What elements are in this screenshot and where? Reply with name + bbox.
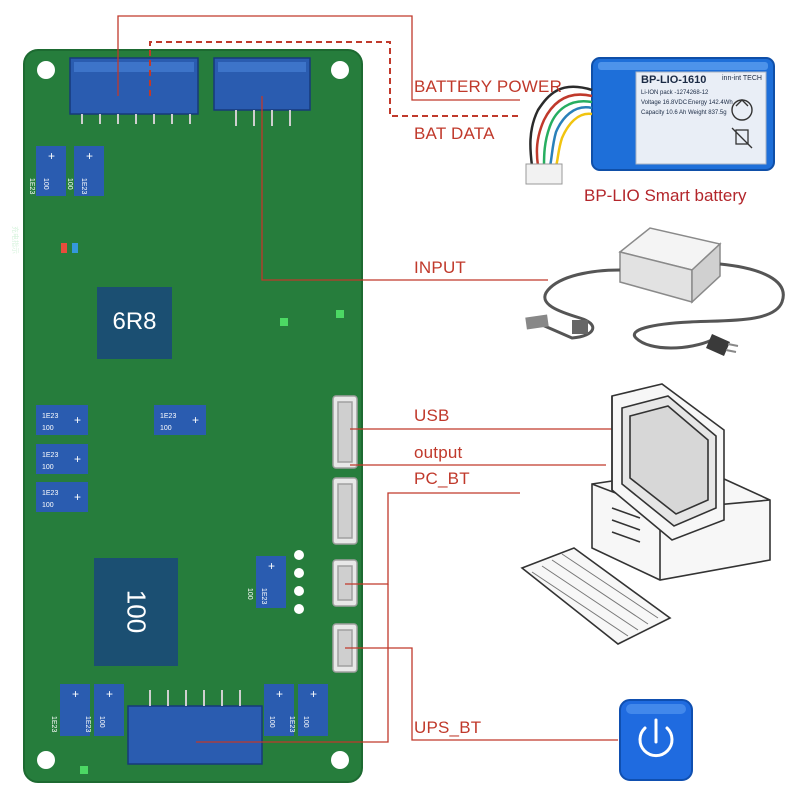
capacitor: +1E23 100 [154, 405, 206, 435]
svg-text:+: + [74, 413, 81, 427]
svg-text:+: + [86, 149, 93, 163]
svg-text:1E23: 1E23 [84, 716, 91, 732]
ups-bt-label: UPS_BT [414, 718, 482, 737]
capacitor: +100 1E23 [66, 146, 104, 196]
battery-connector [69, 57, 199, 124]
usb-label: USB [414, 406, 450, 425]
pc-bt-connector [332, 559, 358, 607]
battery-caption: BP-LIO Smart battery [584, 186, 747, 205]
chip-6r8-label: 6R8 [112, 308, 157, 335]
svg-text:100: 100 [42, 464, 54, 471]
pc-bt-label: PC_BT [414, 469, 470, 488]
svg-text:1E23: 1E23 [80, 178, 87, 194]
svg-text:+: + [106, 687, 113, 701]
bat-data-label: BAT DATA [414, 124, 495, 143]
mounting-hole [331, 751, 349, 769]
side-connectors [332, 395, 358, 673]
battery-capacity: Capacity 10.6 Ah [641, 110, 687, 116]
battery-pack-code: Li-ION pack -1274268-12 [641, 90, 709, 96]
usb-connector [332, 395, 358, 469]
svg-text:100: 100 [66, 178, 73, 190]
battery-voltage: Voltage 16.8VDC [641, 100, 688, 106]
svg-text:100: 100 [160, 425, 172, 432]
battery-pack [525, 57, 775, 185]
svg-text:+: + [276, 687, 283, 701]
svg-text:1E23: 1E23 [160, 413, 176, 420]
capacitor: +1E23 100 [36, 405, 88, 435]
svg-text:100: 100 [42, 425, 54, 432]
battery-plug [525, 163, 563, 185]
bat-data-wire [149, 41, 520, 117]
inductor-100 [94, 558, 178, 666]
ups-bt-wire [345, 647, 618, 741]
power-icon[interactable] [619, 699, 693, 781]
svg-text:1E23: 1E23 [28, 178, 35, 194]
output-label: output [414, 443, 463, 462]
battery-energy: Energy 142.4Wh [688, 100, 733, 106]
mounting-hole [37, 61, 55, 79]
svg-text:+: + [72, 687, 79, 701]
chip-100-label: 100 [121, 589, 152, 634]
svg-text:1E23: 1E23 [42, 413, 58, 420]
capacitor: +100 1E23 [246, 556, 286, 608]
capacitor: +1E23 100 [36, 444, 88, 474]
svg-text:100: 100 [42, 178, 49, 190]
svg-text:1E23: 1E23 [42, 490, 58, 497]
svg-text:1E23: 1E23 [260, 588, 267, 604]
svg-text:1E23: 1E23 [42, 452, 58, 459]
svg-text:+: + [48, 149, 55, 163]
battery-weight: Weight 837.5g [688, 110, 727, 116]
svg-text:+: + [310, 687, 317, 701]
svg-text:1E23: 1E23 [50, 716, 57, 732]
input-label: INPUT [414, 258, 466, 277]
svg-text:100: 100 [268, 716, 275, 728]
capacitor: +1E23 100 [84, 684, 124, 736]
battery-model: BP-LIO-1610 [641, 74, 707, 86]
capacitor: +1E23 100 [28, 146, 66, 196]
input-wire [261, 96, 548, 281]
indicator-leds [61, 243, 344, 774]
capacitor-group: +1E23 100 +100 1E23 +1E23 100 +1E23 100 +1E2… [28, 146, 328, 736]
weee-bin-icon [731, 127, 753, 149]
svg-text:100: 100 [98, 716, 105, 728]
svg-text:+: + [192, 413, 199, 427]
wires [117, 15, 618, 743]
pc-bt-wire [345, 492, 520, 585]
status-dots [294, 550, 304, 614]
power-adapter-icon [525, 227, 785, 356]
svg-text:100: 100 [246, 588, 253, 600]
svg-text:+: + [74, 452, 81, 466]
capacitor: +1E23 100 [288, 684, 328, 736]
bottom-link-wire [196, 584, 389, 743]
battery-power-wire [117, 15, 520, 101]
bottom-connector [127, 690, 263, 765]
charge-indicator-text: 充电指示 [11, 226, 19, 254]
battery-brand: inn-int TECH [722, 75, 762, 82]
svg-text:100: 100 [302, 716, 309, 728]
capacitor: +1E23 [50, 684, 90, 736]
battery-power-label: BATTERY POWER [414, 77, 563, 96]
svg-text:100: 100 [42, 502, 54, 509]
svg-text:+: + [268, 559, 275, 573]
inductor-6r8 [97, 287, 172, 359]
svg-text:1E23: 1E23 [288, 716, 295, 732]
output-connector [332, 477, 358, 545]
mounting-hole [37, 751, 55, 769]
capacitor: +1E23 100 [36, 482, 88, 512]
mounting-hole [331, 61, 349, 79]
svg-text:+: + [74, 490, 81, 504]
recycle-icon [731, 99, 753, 121]
desktop-computer-icon [520, 383, 771, 645]
